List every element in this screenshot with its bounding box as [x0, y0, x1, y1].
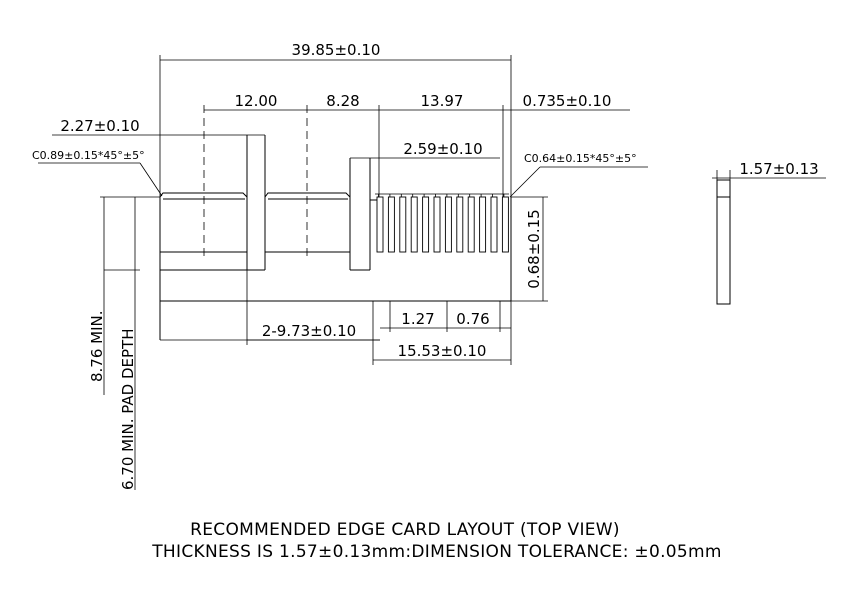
contact-pad [387, 196, 395, 253]
contact-pad [410, 196, 418, 253]
contact-pad [433, 196, 441, 253]
contact-pad [467, 196, 475, 253]
contact-pad [501, 196, 509, 253]
pad-width-label: 0.76 [456, 310, 489, 328]
dim-key-width: 2.59±0.10 [350, 140, 500, 159]
contact-pad [376, 196, 384, 253]
dim-pitch: 1.27 0.76 [380, 301, 511, 332]
depth-min-label: 8.76 MIN. [88, 310, 106, 382]
segment-1397-label: 13.97 [421, 92, 464, 110]
segment-0735-label: 0.735±0.10 [523, 92, 612, 110]
callout-chamfer-left: C0.89±0.15*45°±5° [32, 149, 163, 197]
contact-pad [444, 196, 452, 253]
contact-pad [422, 196, 430, 253]
thickness-label: 1.57±0.13 [739, 160, 818, 178]
dim-left-offset: 2.27±0.10 [52, 117, 265, 136]
caption-line2: THICKNESS IS 1.57±0.13mm:DIMENSION TOLER… [151, 542, 722, 562]
dim-key-spacing: 2-9.73±0.10 [246, 270, 380, 345]
dim-pad-height: 0.68±0.15 [511, 196, 548, 302]
callout-chamfer-right: C0.64±0.15*45°±5° [509, 152, 648, 198]
segment-12-label: 12.00 [235, 92, 278, 110]
contact-pad [456, 196, 464, 253]
left-offset-label: 2.27±0.10 [60, 117, 139, 135]
caption: RECOMMENDED EDGE CARD LAYOUT (TOP VIEW) … [151, 520, 722, 562]
overall-width-label: 39.85±0.10 [292, 41, 381, 59]
contact-pad [490, 196, 498, 253]
chamfer-right-label: C0.64±0.15*45°±5° [524, 152, 637, 165]
pad-span-label: 15.53±0.10 [398, 342, 487, 360]
contact-pads [375, 193, 509, 253]
caption-line1: RECOMMENDED EDGE CARD LAYOUT (TOP VIEW) [190, 520, 620, 540]
pitch-label: 1.27 [401, 310, 434, 328]
contact-pad [399, 196, 407, 253]
dim-overall-width: 39.85±0.10 [159, 41, 512, 197]
dim-pad-span: 15.53±0.10 [372, 301, 512, 365]
pad-height-label: 0.68±0.15 [525, 209, 543, 288]
dim-segment-chain: 12.00 8.28 13.97 0.735±0.10 [204, 92, 630, 197]
pad-depth-min-label: 6.70 MIN. PAD DEPTH [119, 329, 137, 490]
contact-pad [479, 196, 487, 253]
chamfer-left-label: C0.89±0.15*45°±5° [32, 149, 145, 162]
card-outline [159, 105, 512, 341]
side-view: 1.57±0.13 [712, 160, 826, 305]
dim-depth: 8.76 MIN. 6.70 MIN. PAD DEPTH [88, 196, 160, 490]
segment-828-label: 8.28 [326, 92, 359, 110]
key-spacing-label: 2-9.73±0.10 [262, 322, 356, 340]
key-width-label: 2.59±0.10 [403, 140, 482, 158]
